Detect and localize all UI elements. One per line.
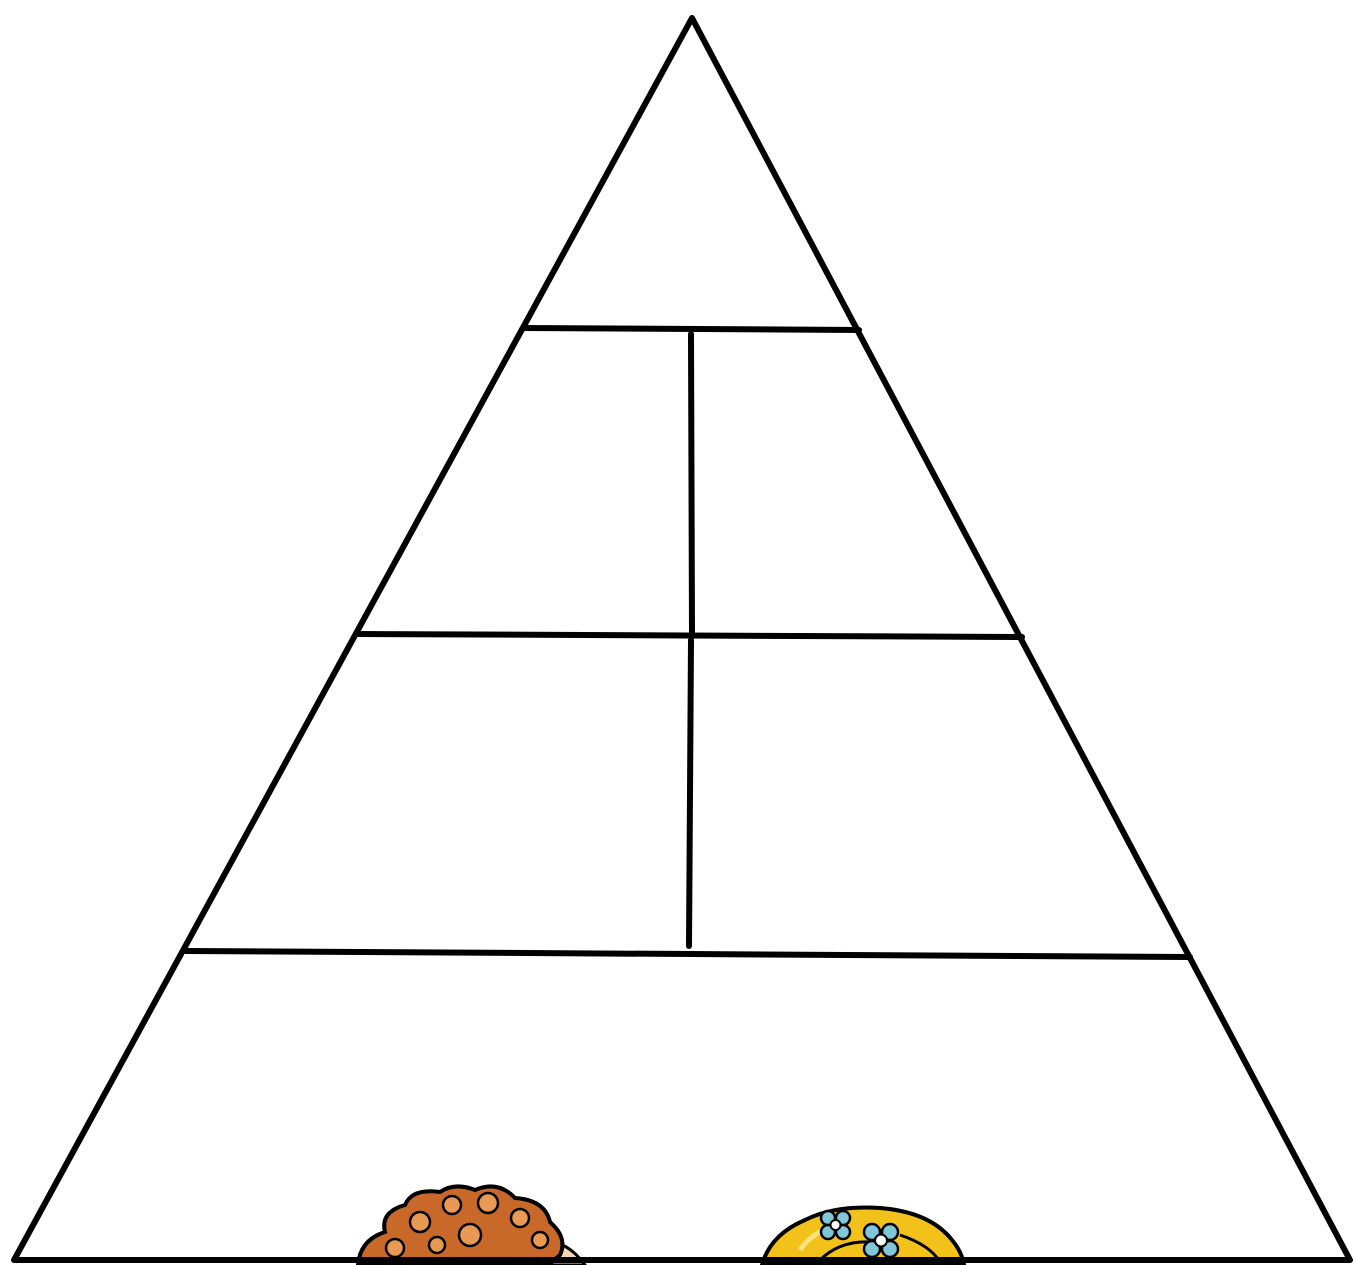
pyramid-cell-lower-right (695, 641, 1186, 950)
pyramid-cell-base (20, 960, 1344, 1256)
cell-divider-lower (689, 640, 691, 946)
cell-divider-upper (691, 334, 692, 634)
tier-divider-3 (186, 951, 1190, 957)
tier-divider-1 (524, 328, 859, 330)
pyramid-cell-upper-right (695, 334, 1018, 630)
pyramid-cell-upper-left (362, 334, 688, 630)
pyramid-cell-lower-left (190, 641, 687, 946)
pyramid-cell-top (528, 24, 855, 325)
